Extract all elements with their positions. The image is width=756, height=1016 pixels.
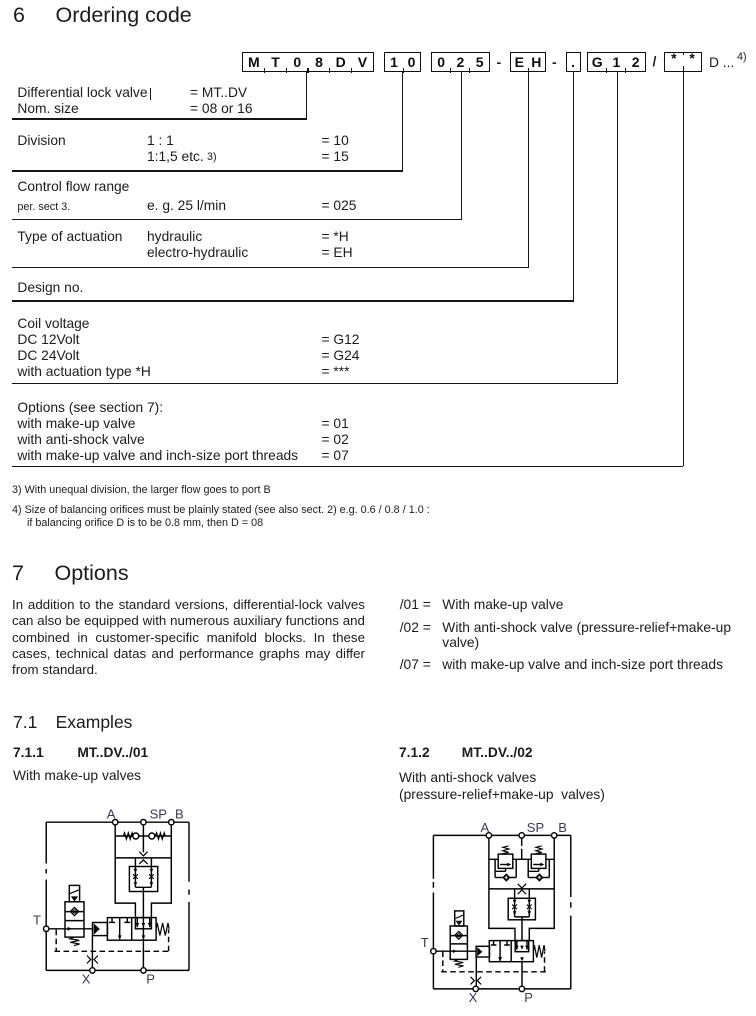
svg-text:X: X — [82, 972, 91, 987]
svg-text:P: P — [146, 972, 155, 987]
svg-text:P: P — [524, 990, 533, 1005]
svg-text:SP: SP — [150, 807, 167, 822]
svg-text:T: T — [421, 935, 429, 950]
svg-text:T: T — [33, 913, 41, 928]
svg-text:A: A — [107, 807, 116, 822]
svg-text:A: A — [481, 820, 490, 835]
svg-text:SP: SP — [527, 820, 544, 835]
svg-text:X: X — [469, 990, 478, 1005]
svg-text:B: B — [175, 807, 184, 822]
svg-text:B: B — [558, 820, 567, 835]
